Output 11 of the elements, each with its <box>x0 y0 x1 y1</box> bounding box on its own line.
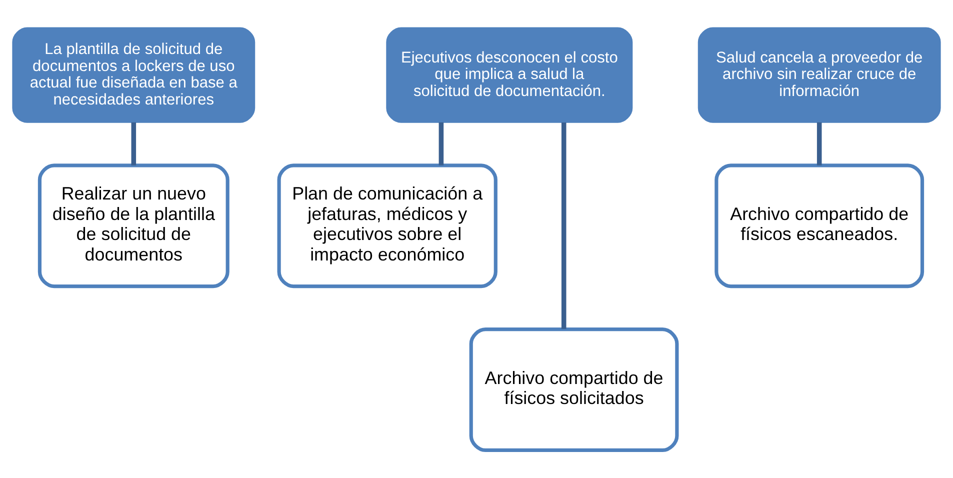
connector <box>816 122 822 166</box>
connector <box>131 122 136 166</box>
node-box: Salud cancela a proveedor de archivo sin realizar cruce de información <box>698 27 941 123</box>
node-box: Plan de comunicación a jefaturas, médicos y ejecutivos sobre el impacto económico <box>277 164 498 288</box>
node-box: Ejecutivos desconocen el costo que implica a salud la solicitud de documentación. <box>386 27 633 123</box>
connector <box>438 122 444 166</box>
node-box: Realizar un nuevo diseño de la plantilla de solicitud de documentos <box>38 164 230 288</box>
node-box: Archivo compartido de físicos escaneados. <box>714 164 924 288</box>
node-box: Archivo compartido de físicos solicitados <box>469 328 679 452</box>
node-box: La plantilla de solicitud de documentos a lockers de uso actual fue diseñada en base a necesidades anteriores <box>12 27 256 123</box>
connector <box>561 122 566 329</box>
